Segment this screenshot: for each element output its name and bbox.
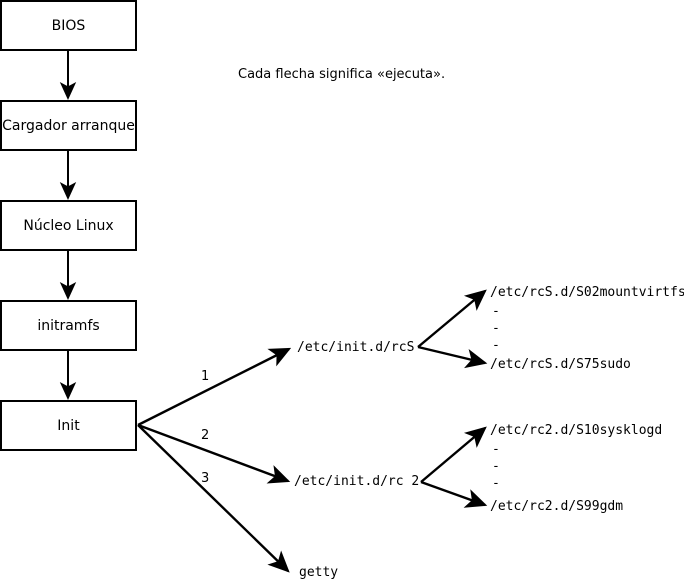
node-bootloader-label: Cargador arranque (2, 117, 135, 134)
label-rc2-last-script[interactable]: /etc/rc2.d/S99gdm (490, 499, 624, 514)
rcs-dash-2: - (492, 321, 500, 336)
label-init-d-rc2[interactable]: /etc/init.d/rc 2 (294, 474, 420, 489)
arrow-rcs-to-last-script (417, 345, 488, 369)
label-getty[interactable]: getty (299, 565, 339, 580)
arrow-init-to-getty (137, 424, 290, 573)
label-rcs-last-script[interactable]: /etc/rcS.d/S75sudo (490, 357, 631, 372)
node-init[interactable]: Init (0, 400, 137, 451)
arrow-init-to-rc2 (137, 423, 291, 484)
rc2-dash-2: - (492, 459, 500, 474)
node-initramfs[interactable]: initramfs (0, 300, 137, 351)
rc2-ellipsis-dashes: - - - (492, 441, 500, 492)
node-kernel[interactable]: Núcleo Linux (0, 200, 137, 251)
node-initramfs-label: initramfs (37, 317, 100, 334)
diagram-caption: Cada flecha significa «ejecuta». (238, 67, 446, 82)
rcs-dash-1: - (492, 304, 500, 319)
label-init-d-rcs[interactable]: /etc/init.d/rcS (297, 340, 415, 355)
node-init-label: Init (57, 417, 80, 434)
edge-number-2: 2 (201, 428, 210, 443)
node-bios[interactable]: BIOS (0, 0, 137, 51)
rc2-dash-3: - (492, 476, 500, 491)
edge-number-1: 1 (201, 369, 210, 384)
node-bios-label: BIOS (51, 17, 86, 34)
arrow-rcs-to-first-script (417, 289, 487, 348)
arrow-rc2-to-first-script (420, 426, 487, 483)
rcs-ellipsis-dashes: - - - (492, 303, 500, 354)
arrow-rc2-to-last-script (420, 480, 488, 508)
arrow-init-to-rcs (137, 347, 292, 427)
edge-number-3: 3 (201, 471, 210, 486)
rcs-dash-3: - (492, 338, 500, 353)
label-rcs-first-script[interactable]: /etc/rcS.d/S02mountvirtfs (490, 285, 684, 300)
rc2-dash-1: - (492, 442, 500, 457)
node-kernel-label: Núcleo Linux (23, 217, 114, 234)
node-bootloader[interactable]: Cargador arranque (0, 100, 137, 151)
label-rc2-first-script[interactable]: /etc/rc2.d/S10sysklogd (490, 423, 663, 438)
